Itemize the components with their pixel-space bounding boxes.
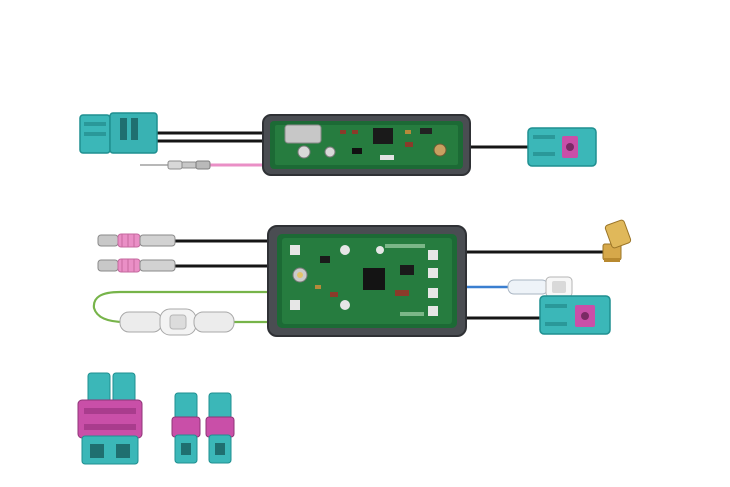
crimp-terminal xyxy=(140,160,211,170)
pin-terminal-upper xyxy=(97,233,176,248)
spade-terminal xyxy=(507,276,573,298)
amplifier-module-bottom xyxy=(267,225,467,337)
fakra-plug-bottom xyxy=(539,295,611,335)
top-assembly xyxy=(79,112,597,176)
single-fakra-housing-left xyxy=(171,392,201,464)
bottom-assembly xyxy=(92,219,632,337)
angled-smb-plug xyxy=(602,219,632,262)
pin-terminal-lower xyxy=(97,258,176,273)
fuse-holder xyxy=(119,308,235,336)
fakra-plug-top xyxy=(527,127,597,167)
amplifier-module-top xyxy=(262,114,471,176)
double-fakra-housing xyxy=(77,372,143,465)
cable-green xyxy=(92,290,270,324)
single-fakra-housing-right xyxy=(205,392,235,464)
teal-connector-left xyxy=(79,112,158,154)
